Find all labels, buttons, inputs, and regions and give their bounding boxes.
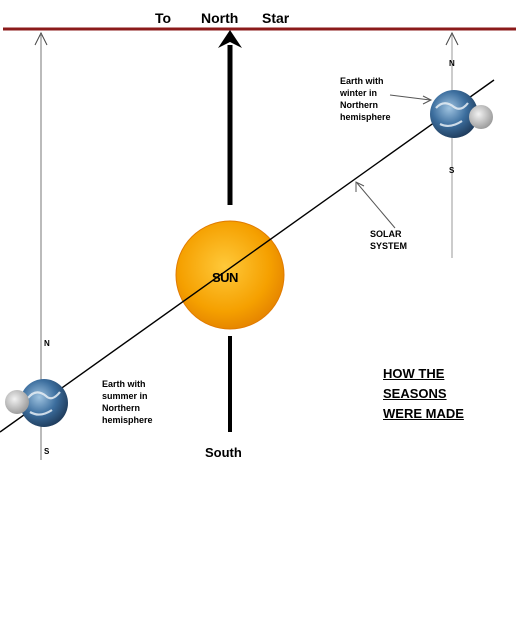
sun-label: SUN <box>212 270 238 285</box>
left-axis-arrowhead <box>34 31 48 46</box>
summer-earth-group <box>5 379 68 427</box>
solar-system-plane-line <box>0 79 495 433</box>
solar-system-pointer <box>356 182 396 229</box>
winter-earth-label: Earth with winter in Northern hemisphere <box>340 75 391 123</box>
summer-label-line: Earth with <box>102 379 146 389</box>
solar-label-line: SOLAR <box>370 229 402 239</box>
winter-label-line: Northern <box>340 100 378 110</box>
sun <box>175 220 285 330</box>
caption-line: HOW THE <box>383 366 445 381</box>
summer-label-line: summer in <box>102 391 148 401</box>
solar-system-label: SOLAR SYSTEM <box>370 228 407 252</box>
north-star-title: To North Star <box>0 10 526 30</box>
summer-earth-clouds <box>27 391 61 416</box>
summer-earth-label: Earth with summer in Northern hemisphere <box>102 378 153 426</box>
caption-line: SEASONS <box>383 386 447 401</box>
south-label: South <box>205 445 242 460</box>
winter-label-line: Earth with <box>340 76 384 86</box>
title-north: North <box>201 10 239 26</box>
left-axis-south-label: S <box>44 447 50 456</box>
seasons-caption: HOW THE SEASONS WERE MADE <box>383 364 464 424</box>
winter-earth-group <box>430 90 493 138</box>
title-star: Star <box>262 10 290 26</box>
solar-label-line: SYSTEM <box>370 241 408 251</box>
winter-earth-pointer <box>389 94 431 101</box>
caption-line: WERE MADE <box>383 406 464 421</box>
summer-moon <box>5 390 29 414</box>
winter-earth-pointer-head <box>422 95 433 105</box>
right-axis-south-label: S <box>449 166 455 175</box>
summer-earth <box>20 379 68 427</box>
left-axis-north-label: N <box>44 339 50 348</box>
solar-system-pointer-head <box>355 181 365 192</box>
winter-label-line: hemisphere <box>340 112 391 122</box>
right-axis-arrowhead <box>445 31 459 46</box>
winter-label-line: winter in <box>340 88 378 98</box>
north-arrow-head <box>218 30 242 48</box>
right-axis-north-label: N <box>449 59 455 68</box>
title-to: To <box>155 10 172 26</box>
winter-moon <box>469 105 493 129</box>
summer-label-line: Northern <box>102 403 140 413</box>
winter-earth-clouds <box>435 102 469 128</box>
summer-label-line: hemisphere <box>102 415 153 425</box>
